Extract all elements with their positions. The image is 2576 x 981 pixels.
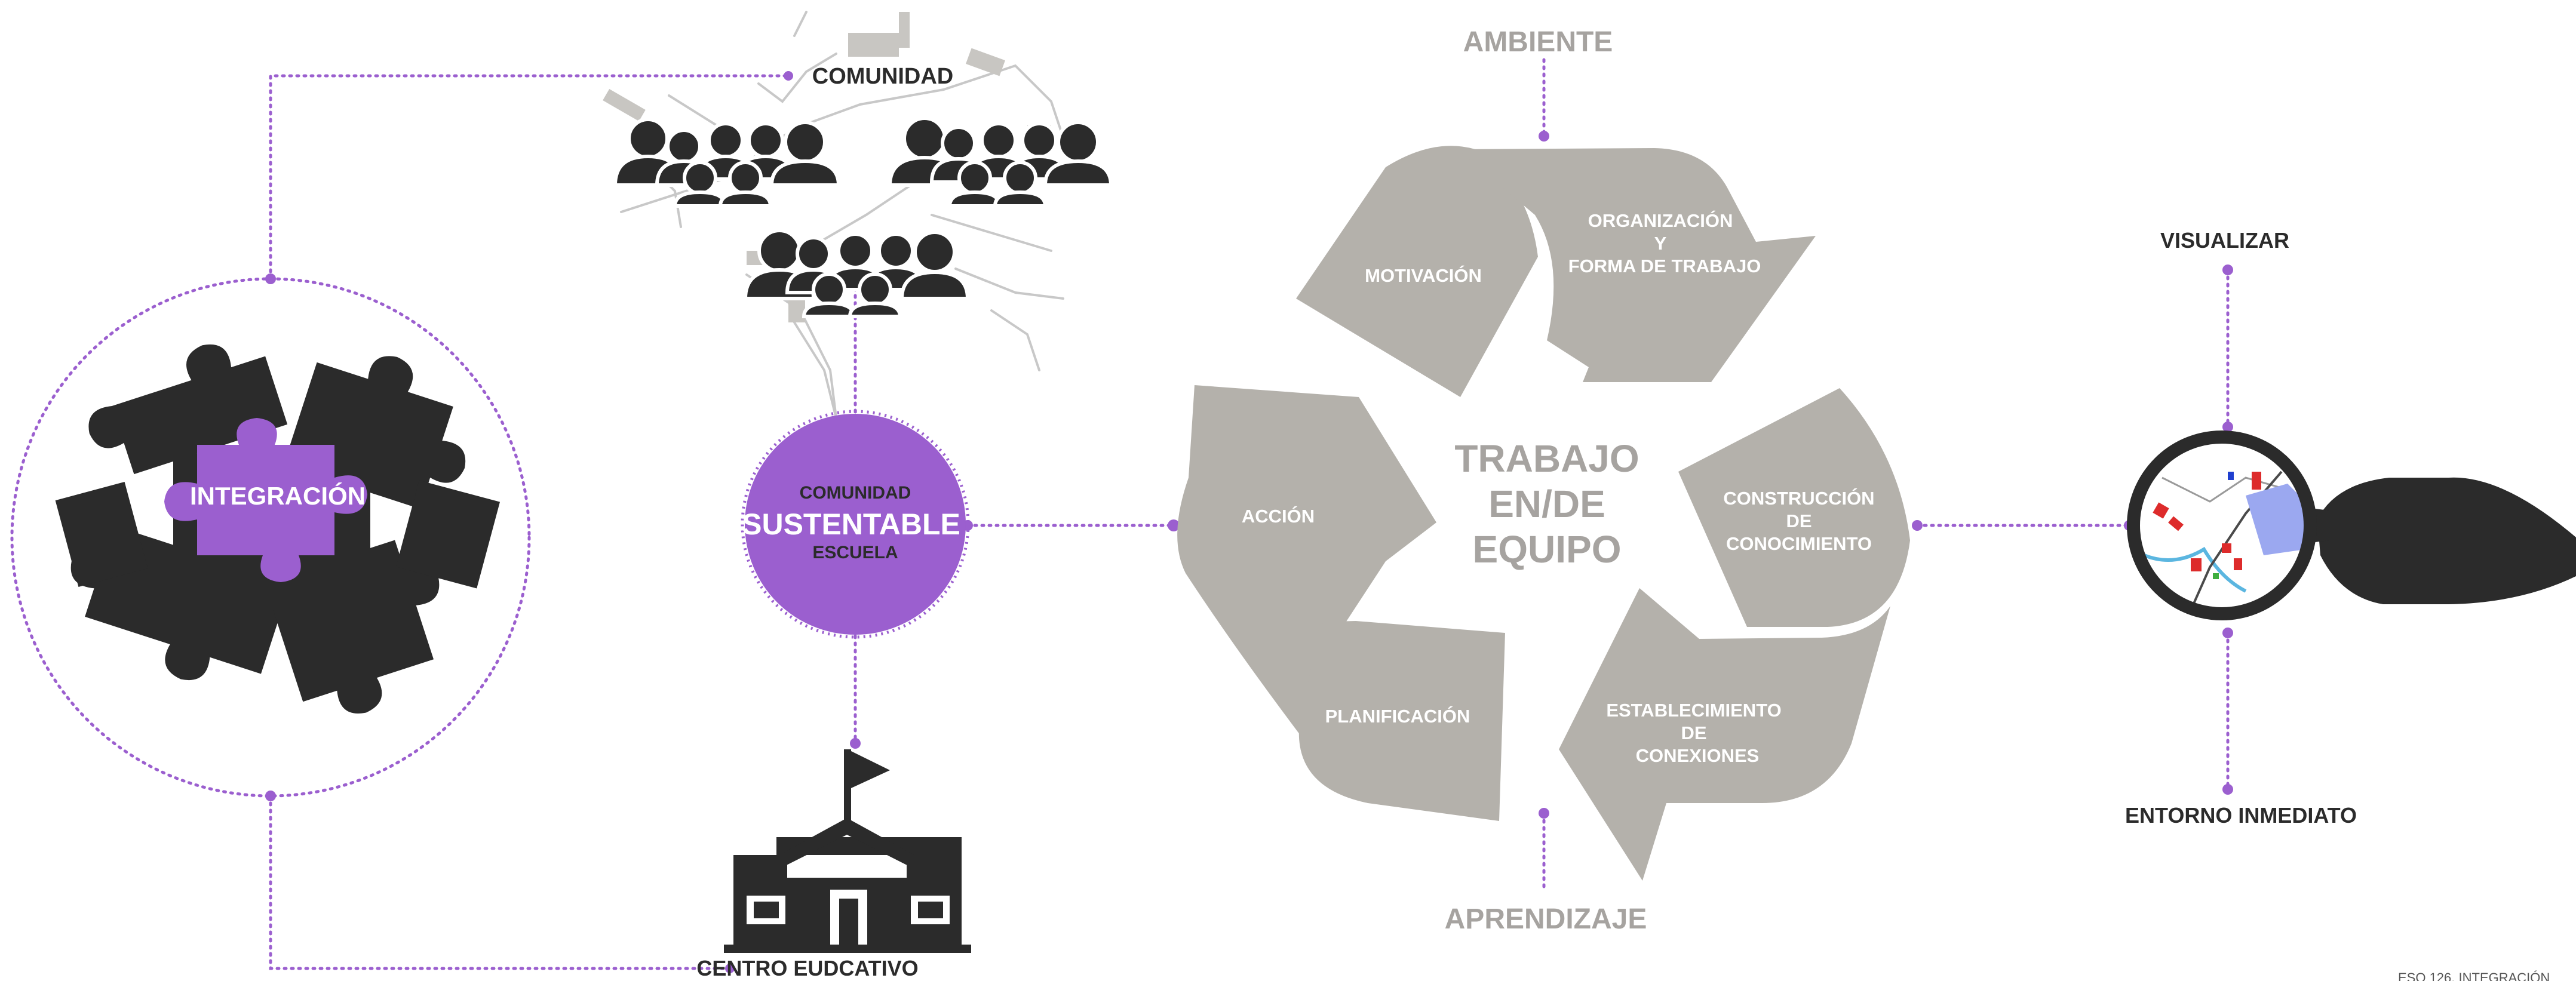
centro-label: CENTRO EUDCATIVO bbox=[696, 956, 918, 980]
people-group-icon bbox=[613, 116, 1113, 318]
planificacion-label: PLANIFICACIÓN bbox=[1325, 705, 1470, 727]
accion-arrow bbox=[1177, 385, 1436, 749]
hub-label-top: COMUNIDAD bbox=[800, 483, 911, 503]
person bbox=[993, 161, 1048, 208]
trabajo-label-2: EN/DE bbox=[1488, 482, 1605, 525]
lens-handle bbox=[2317, 477, 2576, 604]
footer-text: ESQ 126. INTEGRACIÓN bbox=[2398, 970, 2550, 981]
recycle-arrows-icon bbox=[1177, 146, 1910, 881]
puzzle-icon bbox=[55, 344, 501, 714]
establecimiento-label-2: DE bbox=[1681, 722, 1706, 743]
organizacion-label-2: Y bbox=[1654, 233, 1667, 254]
entorno-label: ENTORNO INMEDIATO bbox=[2125, 803, 2357, 828]
establecimiento-arrow bbox=[1559, 588, 1890, 881]
person bbox=[848, 272, 902, 318]
construccion-label-3: CONOCIMIENTO bbox=[1726, 533, 1872, 554]
planificacion-shape bbox=[1298, 621, 1505, 821]
connector-integracion-centro bbox=[269, 794, 732, 970]
lens-rim bbox=[2127, 430, 2317, 620]
accion-label: ACCIÓN bbox=[1242, 505, 1315, 527]
construccion-label-1: CONSTRUCCIÓN bbox=[1723, 487, 1874, 509]
comunidad-label: COMUNIDAD bbox=[812, 64, 953, 89]
motivacion-label: MOTIVACIÓN bbox=[1365, 265, 1482, 286]
trabajo-label-3: EQUIPO bbox=[1473, 528, 1622, 571]
trabajo-label-1: TRABAJO bbox=[1454, 437, 1639, 480]
person bbox=[899, 230, 970, 300]
motivacion-shape bbox=[1296, 146, 1538, 397]
organizacion-arrow bbox=[1457, 148, 1816, 382]
organizacion-label-3: FORMA DE TRABAJO bbox=[1568, 256, 1761, 276]
establecimiento-label-1: ESTABLECIMIENTO bbox=[1606, 700, 1781, 721]
lens-map bbox=[2143, 470, 2310, 614]
ambiente-label: AMBIENTE bbox=[1463, 26, 1613, 58]
aprendizaje-label: APRENDIZAJE bbox=[1445, 903, 1647, 935]
establecimiento-label-3: CONEXIONES bbox=[1636, 745, 1760, 766]
puzzle-center-piece bbox=[164, 418, 367, 582]
connector-integracion-comunidad bbox=[269, 74, 790, 281]
hub-circle bbox=[745, 414, 966, 635]
hub-label-main: SUSTENTABLE bbox=[742, 508, 960, 541]
visualizar-label: VISUALIZAR bbox=[2160, 228, 2289, 253]
lens-glass bbox=[2133, 437, 2310, 614]
connector-dots bbox=[265, 71, 2233, 973]
magnifying-glass-icon bbox=[2127, 430, 2576, 620]
construccion-label-2: DE bbox=[1786, 511, 1812, 531]
person bbox=[769, 121, 841, 187]
person bbox=[718, 161, 773, 208]
construccion-shape bbox=[1678, 388, 1910, 627]
integracion-ring bbox=[10, 277, 531, 798]
organizacion-label-1: ORGANIZACIÓN bbox=[1588, 210, 1733, 231]
person bbox=[1043, 121, 1113, 187]
integracion-label: INTEGRACIÓN bbox=[190, 481, 366, 510]
hub-circle-outline bbox=[741, 410, 970, 639]
hub-label-bottom: ESCUELA bbox=[812, 543, 898, 562]
school-window-panes bbox=[754, 899, 943, 945]
